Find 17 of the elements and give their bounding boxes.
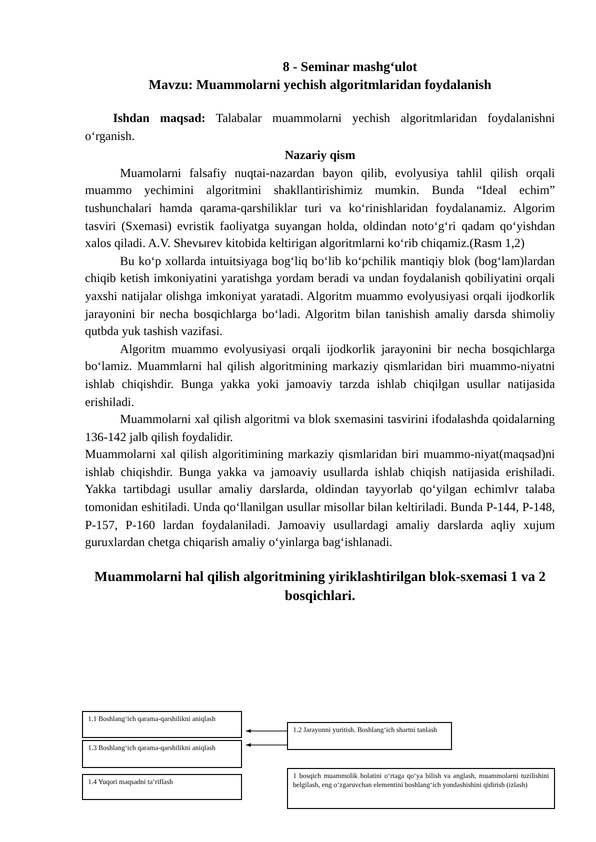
title: 8 - Seminar mashg‘ulot <box>282 58 418 76</box>
arrow <box>246 729 288 733</box>
section-heading: Nazariy qism <box>284 147 356 164</box>
paragraph: Muamolarni falsafiy nuqtai-nazardan bayon qilib, evolyusiya tahlil qilish orqali muammo yechimini algoritmini shakllantirishimiz mumkin. Bunda “Ideal echim” tushunchalari hamda qarama-qarshiliklar turi va ko‘rinishlaridan foydalanamiz. Algorim tasviri (Sxemasi) evristik faoliyatga suyangan holda, oldindan noto‘g‘ri qadam qo‘yishdan xalos qiladi. A.V. Shevыrev kitobida keltirigan algoritmlarni ko‘rib chiqamiz.(Rasm 1,2) <box>85 164 555 252</box>
paragraph: Algoritm muammo evolyusiyasi orqali ijodkorlik jarayonini bir necha bosqichlarga bo‘lamiz. Muammlarni hal qilish algoritmining markaziy qismlaridan biri muammo-niyatni ishlab chiqishdir. Bunga yakka yoki jamoaviy tarzda ishlab chiqilgan usullar natijasida erishiladi. <box>85 340 555 410</box>
process-box <box>82 711 242 738</box>
process-box <box>287 722 452 750</box>
paragraph: Ishdan maqsad: Talabalar muammolarni yechish algoritmlaridan foydalanishni o‘rganish. <box>85 110 555 145</box>
figure-heading: Muammolarni hal qilish algoritmining yiriklashtirilgan blok-sxemasi 1 va 2 bosqichlari. <box>93 568 547 606</box>
paragraph: Bu ko‘p xollarda intuitsiyaga bog‘liq bo‘lib ko‘pchilik mantiqiy blok (bog‘lam)lardan chiqib ketish imkoniyatini yaratishga yordam beradi va undan foydalanish qobiliyatini orqali yaxshi natijalar olishga imkoniyat yaratadi. Algoritm muammo evolyusiyasi orqali ijodkorlik jarayonini bir necha bosqichlarga bo‘ladi. Algoritm bilan tanishish amaliy darsda shimoliy qutbda yuk tashish vazifasi. <box>85 252 555 340</box>
paragraph: Muammolarni xal qilish algoritmi va blok sxemasini tasvirini ifodalashda qoidalarning 136-142 jalb qilish foydalidir. <box>85 411 555 446</box>
process-box <box>82 740 242 768</box>
paragraph: Muammolarni xal qilish algoritimining markaziy qismlaridan biri muammo-niyat(maqsad)ni ishlab chiqishdir. Bunga yakka va jamoaviy usullarda ishlab chiqish natijasida erishiladi. Yakka tartibdagi usullar amaliy darslarda, oldindan tayyorlab qo‘yilgan echimlvr talaba tomonidan eshitiladi. Unda qo‘llanilgan usullar misollar bilan keltiriladi. Bunda P-144, P-148, P-157, P-160 lardan foydalaniladi. Jamoaviy usullardagi amaliy darslarda aqliy xujum guruxlardan chetga chiqarish amaliy o‘yinlarga bag‘ishlanadi. <box>85 446 555 552</box>
process-box <box>287 768 555 809</box>
subtitle: Mavzu: Muammolarni yechish algoritmlaridan foydalanish <box>148 76 492 94</box>
process-box <box>82 774 242 800</box>
arrow <box>246 743 288 747</box>
